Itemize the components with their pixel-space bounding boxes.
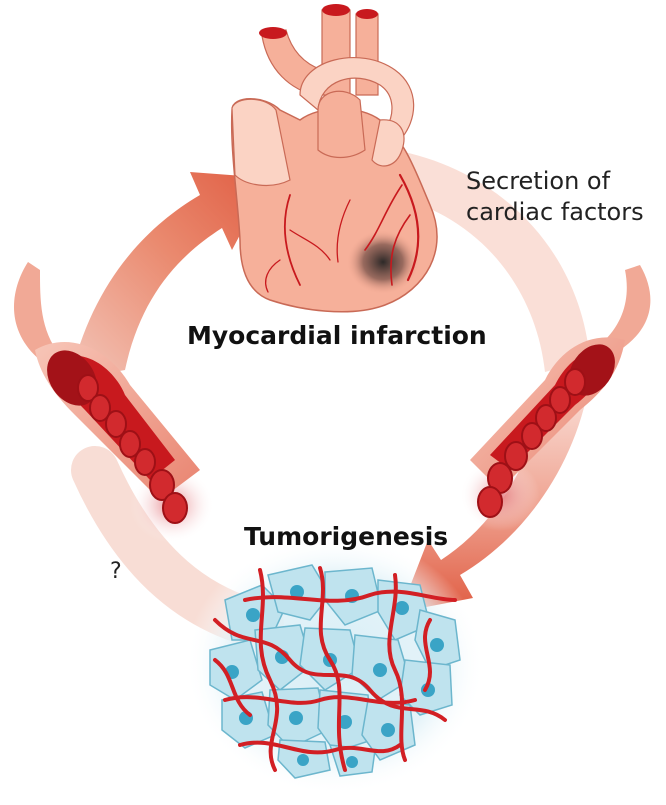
right-blood-vessel [460, 265, 651, 531]
left-blood-vessel [14, 262, 214, 543]
heart-illustration [230, 4, 438, 313]
secretion-label-line2: cardiac factors [466, 198, 644, 226]
tumorigenesis-label: Tumorigenesis [244, 522, 449, 551]
myocardial-infarction-label: Myocardial infarction [187, 321, 487, 350]
left-arrow [70, 172, 270, 380]
secretion-label: Secretion of cardiac factors [466, 166, 644, 228]
tumor-illustration [185, 535, 485, 795]
unknown-question-label: ? [110, 559, 122, 584]
secretion-label-line1: Secretion of [466, 167, 611, 195]
